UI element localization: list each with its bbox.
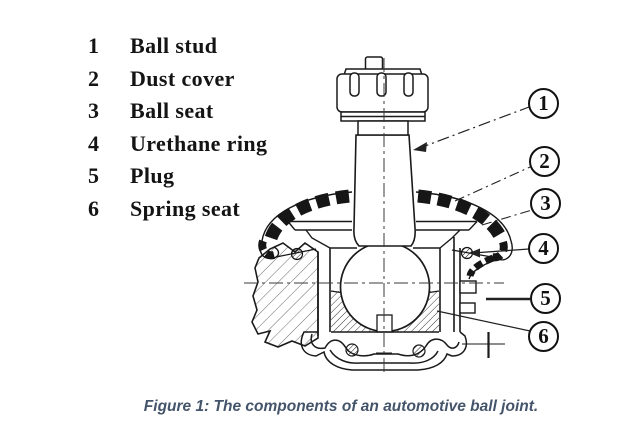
urethane-ring bbox=[290, 246, 474, 261]
callout-4-urethane-ring: 4 bbox=[528, 233, 559, 264]
legend-item-urethane-ring: 4 Urethane ring bbox=[88, 131, 267, 164]
castellation-slot bbox=[403, 72, 414, 97]
legend-number: 4 bbox=[88, 130, 100, 156]
leader-2 bbox=[454, 166, 531, 202]
legend-label: Ball seat bbox=[130, 98, 214, 124]
side-plug bbox=[459, 280, 477, 314]
housing-body bbox=[317, 237, 461, 336]
legend-number: 6 bbox=[88, 195, 100, 221]
legend-label: Plug bbox=[130, 163, 175, 189]
centerlines bbox=[244, 58, 504, 374]
callout-3-ball-seat: 3 bbox=[530, 188, 561, 219]
callout-number: 2 bbox=[539, 149, 550, 173]
legend-label: Ball stud bbox=[130, 33, 218, 58]
stud-neck bbox=[357, 120, 409, 136]
leader-1 bbox=[416, 106, 530, 150]
callout-number: 5 bbox=[540, 286, 551, 310]
leader-6 bbox=[436, 310, 531, 332]
legend-label: Spring seat bbox=[130, 195, 241, 221]
parts-legend: 1 Ball stud 2 Dust cover 3 Ball seat 4 U… bbox=[88, 33, 267, 229]
callout-6-spring-seat: 6 bbox=[528, 321, 559, 352]
housing-flange bbox=[287, 220, 478, 249]
legend-item-ball-stud: 1 Ball stud bbox=[88, 33, 267, 66]
stud-tip bbox=[364, 56, 384, 71]
leader-4 bbox=[472, 248, 530, 254]
callout-number: 4 bbox=[538, 236, 549, 260]
legend-item-dust-cover: 2 Dust cover bbox=[88, 66, 267, 99]
callout-2-dust-cover: 2 bbox=[529, 146, 560, 177]
legend-label: Urethane ring bbox=[130, 130, 268, 156]
control-arm-section bbox=[251, 241, 319, 348]
callout-number: 3 bbox=[540, 191, 551, 215]
legend-number: 5 bbox=[88, 163, 100, 189]
callout-number: 6 bbox=[538, 324, 549, 348]
legend-item-plug: 5 Plug bbox=[88, 163, 267, 196]
callout-5-plug: 5 bbox=[530, 283, 561, 314]
figure-caption: Figure 1: The components of an automotiv… bbox=[143, 398, 539, 415]
legend-item-spring-seat: 6 Spring seat bbox=[88, 196, 267, 229]
legend-label: Dust cover bbox=[130, 65, 235, 91]
legend-number: 2 bbox=[88, 65, 100, 91]
datum-marks bbox=[376, 332, 505, 358]
dust-cover-boot bbox=[258, 189, 513, 280]
leader-1-arrow bbox=[413, 142, 427, 152]
legend-number: 1 bbox=[88, 33, 100, 58]
callout-number: 1 bbox=[538, 91, 549, 115]
leader-3 bbox=[481, 209, 533, 226]
legend-item-ball-seat: 3 Ball seat bbox=[88, 98, 267, 131]
castellation-slot bbox=[376, 72, 387, 97]
callout-1-ball-stud: 1 bbox=[528, 88, 559, 119]
castellation-slot bbox=[349, 72, 360, 97]
leader-lines bbox=[413, 106, 533, 332]
leader-4-arrow bbox=[469, 248, 480, 258]
legend-number: 3 bbox=[88, 98, 100, 124]
ball-stud-shank bbox=[353, 134, 416, 247]
castle-nut bbox=[336, 56, 429, 136]
spring-seat-and-plug bbox=[300, 331, 468, 371]
